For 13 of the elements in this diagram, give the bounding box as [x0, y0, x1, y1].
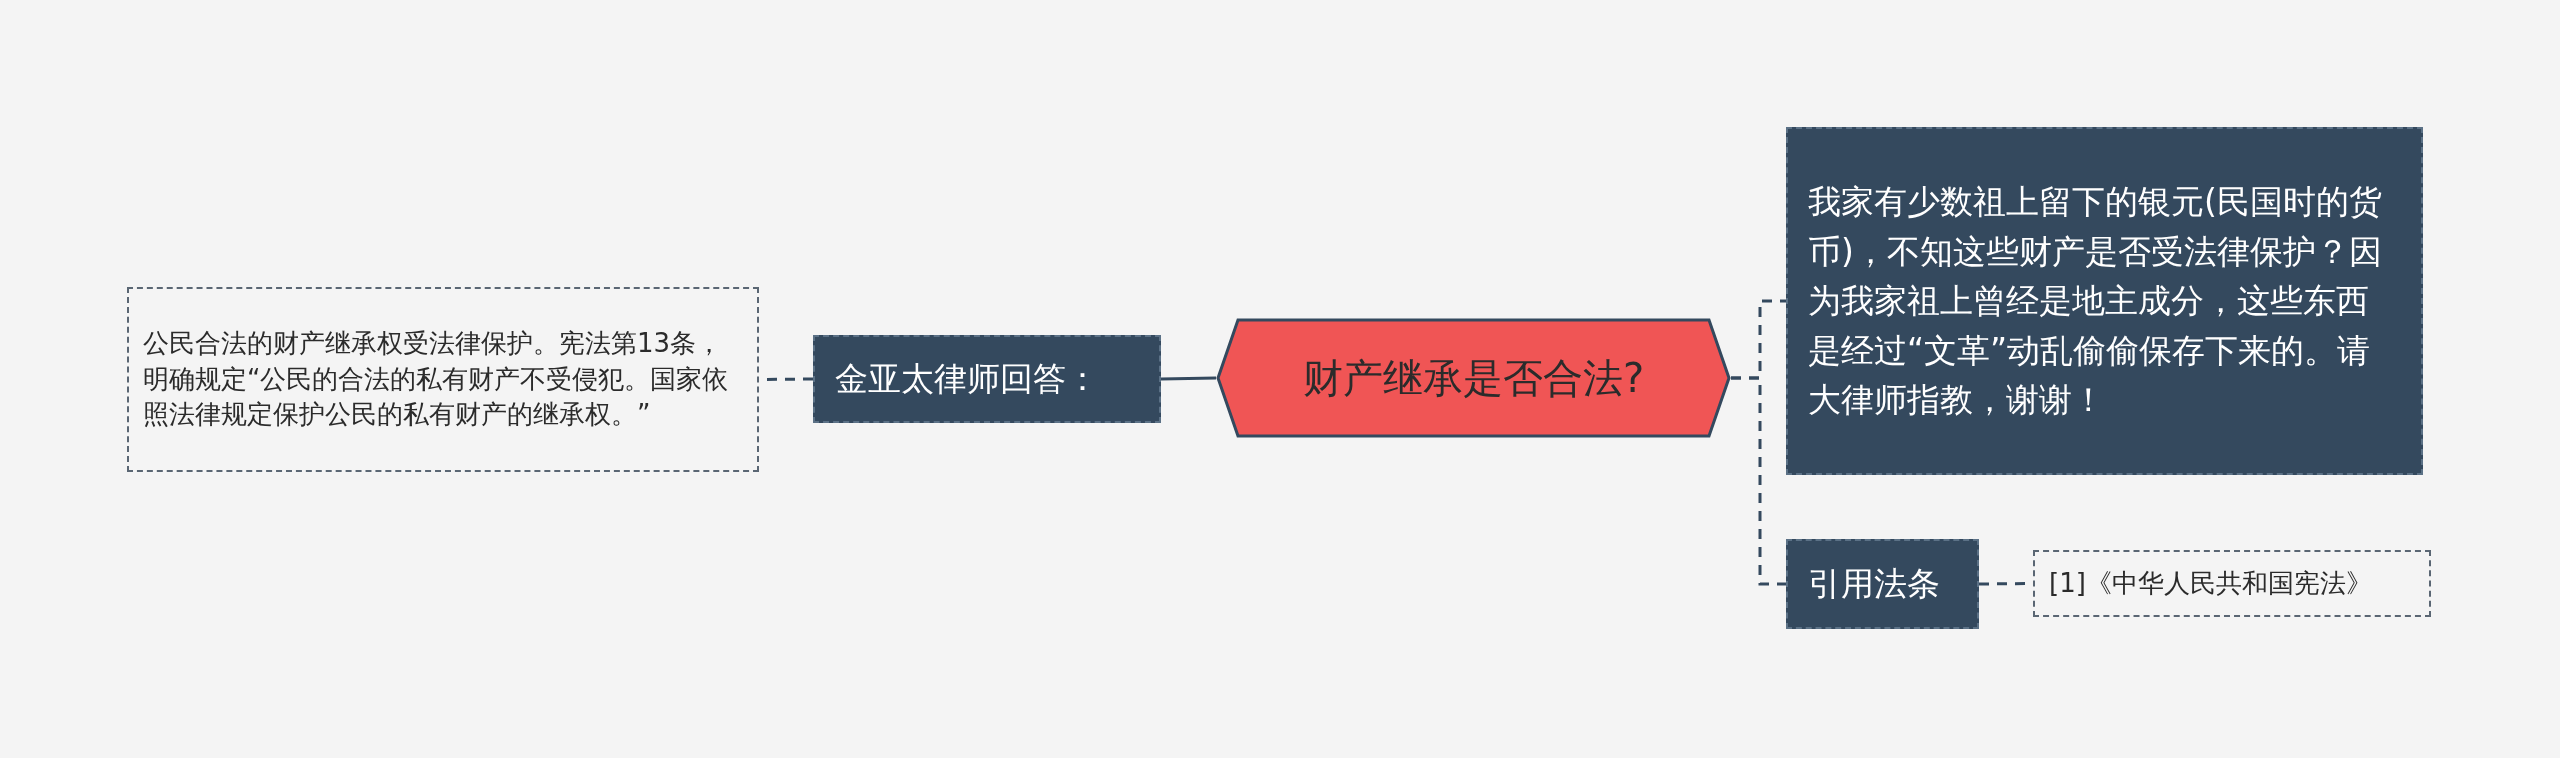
connector-line: [1731, 376, 1786, 586]
node-text: 公民合法的财产继承权受法律保护。宪法第13条，明确规定“公民的合法的私有财产不受侵犯。国家依照法律规定保护公民的私有财产的继承权。”: [143, 326, 730, 432]
node-text: 我家有少数祖上留下的银元(民国时的货币)，不知这些财产是否受法律保护？因为我家祖上曾经是地主成分，这些东西是经过“文革”动乱偷偷保存下来的。请大律师指教，谢谢！: [1808, 181, 2383, 422]
node-text: [1]《中华人民共和国宪法》: [2049, 566, 2372, 600]
topic-box: [1786, 127, 2423, 475]
node-text: 金亚太律师回答：: [835, 358, 1099, 401]
topic-box: [813, 335, 1161, 423]
connector-line: [1160, 376, 1217, 381]
note-box: [2033, 550, 2431, 617]
node-text: 引用法条: [1808, 563, 1940, 606]
note-box: [127, 287, 759, 472]
node-text: 财产继承是否合法?: [1302, 354, 1645, 403]
topic-box: [1786, 539, 1979, 629]
